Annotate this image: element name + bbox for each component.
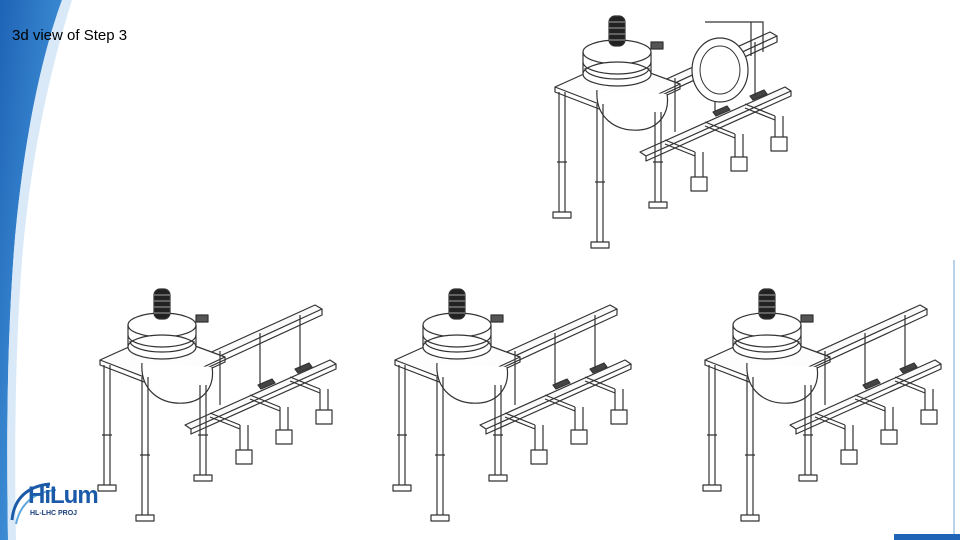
logo-swirl-icon bbox=[10, 482, 57, 525]
bottom-right-drawing-3d-view bbox=[702, 288, 942, 522]
bottom-accent-bar bbox=[894, 534, 960, 540]
slide-title: 3d view of Step 3 bbox=[12, 27, 128, 44]
bottom-left-drawing-3d-view bbox=[97, 288, 337, 522]
logo-text-main: HiLum bbox=[28, 482, 99, 509]
hilumi-logo: HiLum HL-LHC PROJ bbox=[10, 480, 99, 528]
logo-text-sub: HL-LHC PROJ bbox=[30, 510, 78, 517]
top-drawing-3d-view bbox=[552, 15, 792, 249]
bottom-center-drawing-3d-view bbox=[392, 288, 632, 522]
